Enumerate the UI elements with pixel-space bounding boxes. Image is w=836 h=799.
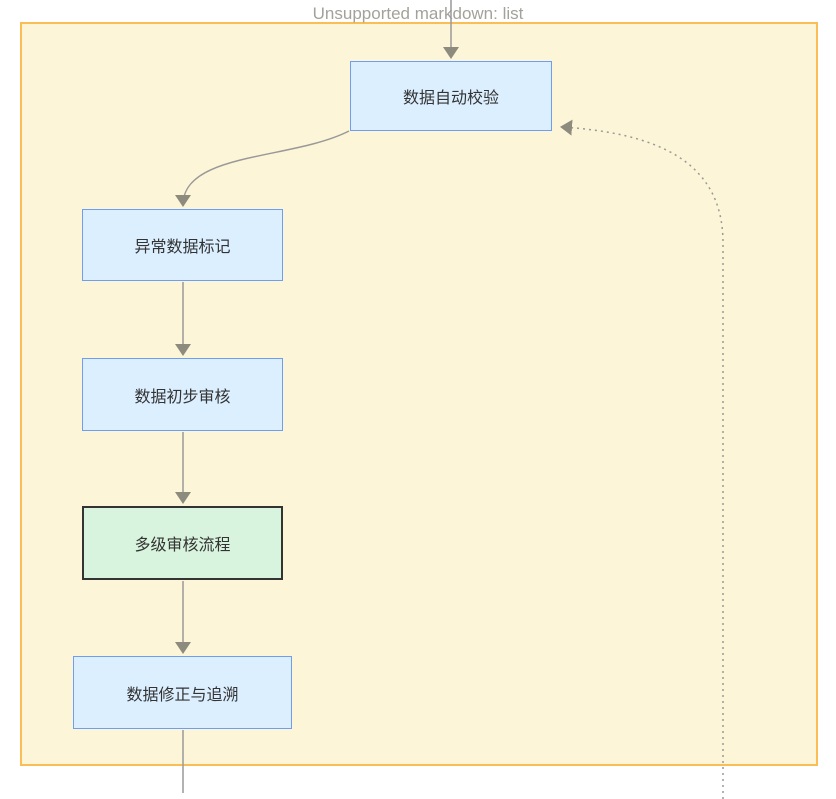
subgraph-warning-label: Unsupported markdown: list bbox=[312, 4, 524, 23]
node-multilevel-review-process-label: 多级审核流程 bbox=[134, 537, 231, 554]
node-multilevel-review-process: 多级审核流程 bbox=[82, 506, 283, 580]
node-data-auto-check-label: 数据自动校验 bbox=[402, 90, 499, 107]
node-data-preliminary-review: 数据初步审核 bbox=[82, 358, 283, 431]
node-abnormal-data-mark: 异常数据标记 bbox=[82, 209, 283, 281]
node-data-preliminary-review-label: 数据初步审核 bbox=[134, 388, 231, 406]
node-abnormal-data-mark-label: 异常数据标记 bbox=[134, 239, 231, 256]
node-data-auto-check: 数据自动校验 bbox=[350, 61, 552, 131]
node-data-correction-trace-label: 数据修正与追溯 bbox=[126, 686, 239, 704]
node-data-correction-trace: 数据修正与追溯 bbox=[73, 656, 292, 729]
